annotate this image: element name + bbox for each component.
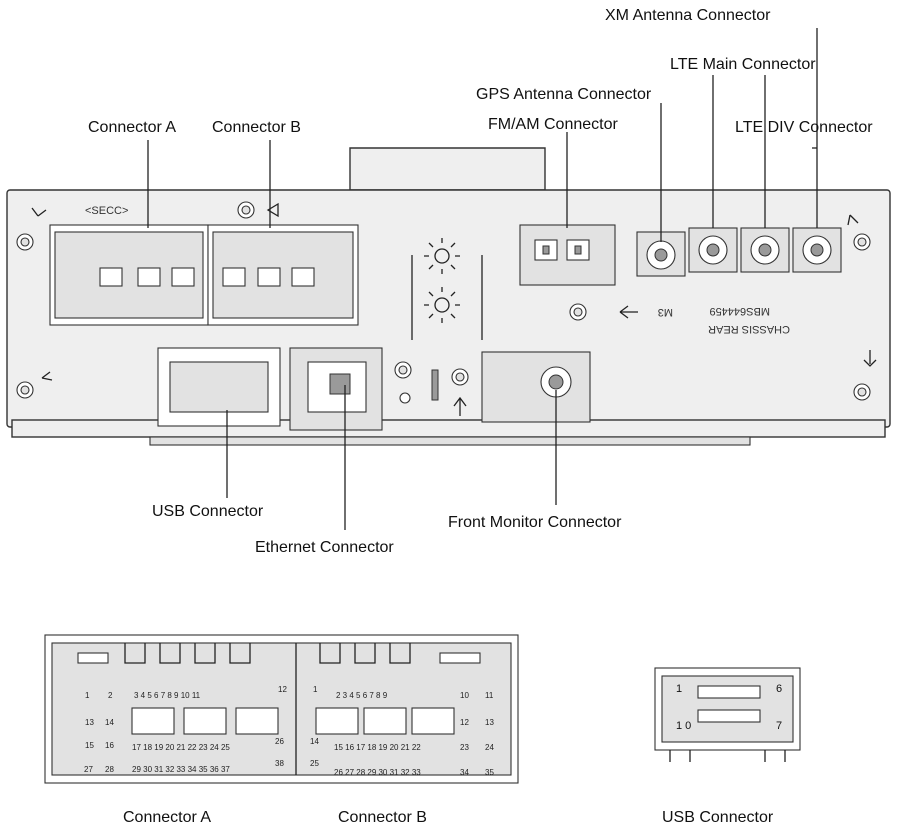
leader-lines (147, 28, 818, 530)
label-front-monitor: Front Monitor Connector (448, 514, 622, 531)
caption-connector-b: Connector B (338, 809, 427, 826)
xm-antenna-jack (792, 227, 842, 273)
svg-text:15 16 17 18 19 20 21 22: 15 16 17 18 19 20 21 22 (334, 743, 421, 752)
usb-pin-labels: 1 6 1 0 7 (676, 683, 782, 732)
sun-icon (424, 238, 460, 274)
svg-text:1: 1 (676, 683, 682, 695)
label-connector-a: Connector A (88, 119, 176, 136)
connector-ab-detail (44, 634, 519, 784)
svg-text:10: 10 (460, 691, 469, 700)
svg-text:23: 23 (460, 743, 469, 752)
front-monitor-port (481, 351, 591, 423)
svg-text:1: 1 (313, 685, 318, 694)
svg-text:3 4 5 6 7 8 9 10 11: 3 4 5 6 7 8 9 10 11 (134, 691, 201, 700)
label-connector-b: Connector B (212, 119, 301, 136)
connector-a-pin-labels: 1 2 3 4 5 6 7 8 9 10 11 12 13 14 15 16 1… (84, 685, 287, 774)
led-slot (431, 369, 439, 401)
arrow-icon (31, 202, 877, 416)
svg-text:6: 6 (776, 683, 782, 695)
usb-connector-port (157, 347, 281, 427)
indicator-hole (399, 392, 411, 404)
svg-text:38: 38 (275, 759, 284, 768)
usb-connector-detail (654, 667, 801, 762)
ethernet-connector-port (289, 347, 383, 431)
svg-text:13: 13 (85, 718, 94, 727)
label-usb: USB Connector (152, 503, 264, 520)
svg-text:16: 16 (105, 741, 114, 750)
screw-icon (853, 383, 871, 401)
caption-usb-connector: USB Connector (662, 809, 774, 826)
svg-text:26 27 28 29 30 31 32 33: 26 27 28 29 30 31 32 33 (334, 768, 421, 777)
screw-icon (16, 381, 34, 399)
svg-text:2: 2 (108, 691, 113, 700)
screw-icon (16, 233, 34, 251)
screw-icon (394, 361, 412, 379)
screw-icon (853, 233, 871, 251)
svg-text:34: 34 (460, 768, 469, 777)
caption-connector-a: Connector A (123, 809, 211, 826)
svg-text:35: 35 (485, 768, 494, 777)
label-fm-am: FM/AM Connector (488, 116, 618, 133)
svg-text:14: 14 (105, 718, 114, 727)
lte-div-jack (740, 227, 790, 273)
svg-text:12: 12 (278, 685, 287, 694)
connector-b-housing (207, 224, 359, 326)
screw-icon (451, 368, 469, 386)
gps-antenna-jack (636, 231, 686, 277)
svg-text:25: 25 (310, 759, 319, 768)
svg-text:24: 24 (485, 743, 494, 752)
svg-text:2 3 4 5 6 7 8 9: 2 3 4 5 6 7 8 9 (336, 691, 388, 700)
svg-text:26: 26 (275, 737, 284, 746)
svg-text:13: 13 (485, 718, 494, 727)
svg-text:12: 12 (460, 718, 469, 727)
svg-text:17 18 19 20 21 22 23 24 25: 17 18 19 20 21 22 23 24 25 (132, 743, 230, 752)
svg-text:14: 14 (310, 737, 319, 746)
chassis-rear-marking: CHASSIS REAR (708, 323, 790, 335)
label-xm-antenna: XM Antenna Connector (605, 7, 771, 24)
fm-am-connector (519, 224, 616, 286)
lte-main-jack (688, 227, 738, 273)
screw-icon (237, 201, 255, 219)
secc-marking: <SECC> (85, 205, 128, 217)
connector-a-housing (49, 224, 209, 326)
svg-text:28: 28 (105, 765, 114, 774)
connector-b-pin-labels: 1 2 3 4 5 6 7 8 9 10 11 12 13 14 15 16 1… (310, 685, 494, 777)
m3-marking: M3 (658, 306, 673, 318)
label-ethernet: Ethernet Connector (255, 539, 394, 556)
label-gps-antenna: GPS Antenna Connector (476, 86, 652, 103)
label-lte-main: LTE Main Connector (670, 56, 816, 73)
sun-icon (424, 287, 460, 323)
screw-icon (569, 303, 587, 321)
svg-text:1 0: 1 0 (676, 720, 691, 732)
svg-text:1: 1 (85, 691, 90, 700)
part-number-marking: MBS644459 (709, 305, 770, 317)
svg-text:15: 15 (85, 741, 94, 750)
label-lte-div: LTE DIV Connector (735, 119, 873, 136)
svg-text:27: 27 (84, 765, 93, 774)
svg-text:29 30 31 32 33 34 35 36 37: 29 30 31 32 33 34 35 36 37 (132, 765, 230, 774)
svg-text:7: 7 (776, 720, 782, 732)
svg-text:11: 11 (485, 691, 494, 700)
